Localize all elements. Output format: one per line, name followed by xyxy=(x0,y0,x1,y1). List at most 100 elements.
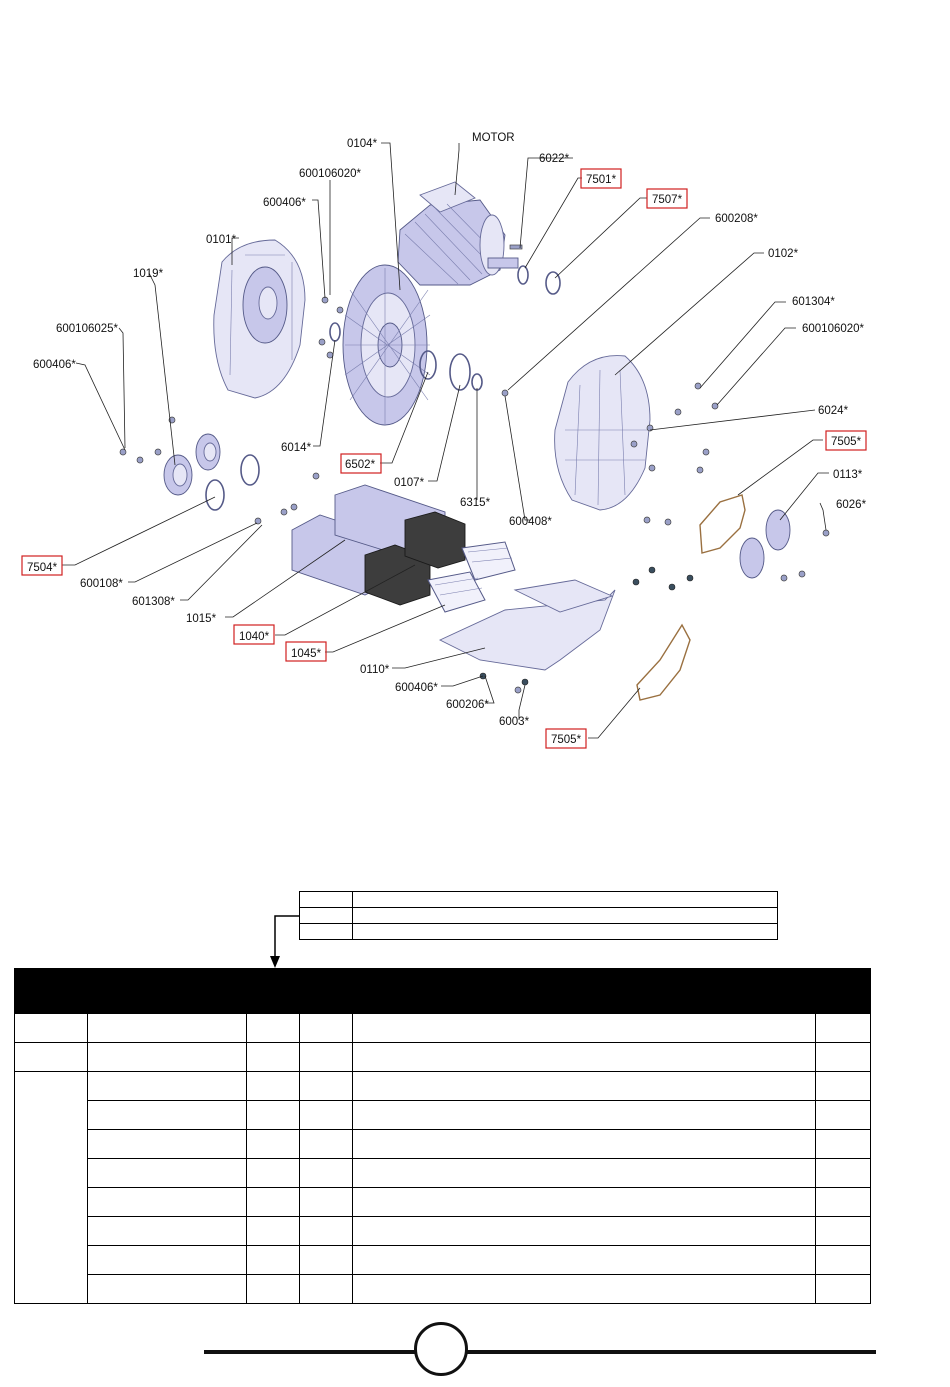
table-header-row xyxy=(14,968,871,1014)
highlight-boxes xyxy=(21,168,867,749)
table-row xyxy=(15,1274,871,1304)
table-cell xyxy=(815,1129,871,1159)
table-cell xyxy=(815,1158,871,1188)
table-cell xyxy=(299,1274,353,1304)
housing-0102 xyxy=(554,355,651,511)
base-plate-0110 xyxy=(438,579,616,671)
label-0110: 0110* xyxy=(360,664,390,676)
label-7505-a: 7505* xyxy=(831,436,862,448)
table-cell xyxy=(246,1245,300,1275)
table-cell xyxy=(246,1274,300,1304)
small-reference-table xyxy=(299,891,778,940)
label-600106025: 600106025* xyxy=(56,323,119,335)
table-row xyxy=(15,1187,871,1217)
label-600406-c: 600406* xyxy=(395,682,438,694)
label-600408: 600408* xyxy=(509,516,552,528)
table-header-cell xyxy=(14,968,88,1014)
table-cell xyxy=(87,1274,247,1304)
label-7505-b: 7505* xyxy=(551,734,582,746)
label-1040: 1040* xyxy=(239,631,270,643)
table-cell xyxy=(299,1042,353,1072)
ring-6014 xyxy=(329,322,341,342)
mesh-1045 xyxy=(427,541,516,613)
table-cell xyxy=(87,1245,247,1275)
exploded-parts-diagram: MOTOR 0104* 6022* 7501* 600106020* 7507*… xyxy=(21,132,867,749)
label-1019: 1019* xyxy=(133,268,164,280)
label-0101: 0101* xyxy=(206,234,237,246)
table-row xyxy=(14,1042,871,1072)
label-7507: 7507* xyxy=(652,194,683,206)
footer-rule xyxy=(204,1350,876,1354)
table-cell xyxy=(815,1100,871,1130)
table-cell xyxy=(299,907,353,924)
label-0107: 0107* xyxy=(394,477,425,489)
table-header-cell xyxy=(246,968,300,1014)
table-cell xyxy=(246,1216,300,1246)
label-7501: 7501* xyxy=(586,174,617,186)
impeller-0104 xyxy=(342,264,431,426)
label-motor: MOTOR xyxy=(472,132,515,144)
ring-6315 xyxy=(471,373,483,391)
page-number-badge xyxy=(414,1322,468,1376)
table-cell xyxy=(352,1187,816,1217)
table-header-cell xyxy=(815,968,871,1014)
table-row xyxy=(14,1013,871,1043)
table-cell xyxy=(87,1187,247,1217)
table-cell xyxy=(299,1100,353,1130)
table-cell xyxy=(87,1129,247,1159)
label-600108: 600108* xyxy=(80,578,123,590)
table-cell xyxy=(87,1100,247,1130)
table-cell xyxy=(352,1158,816,1188)
table-cell xyxy=(352,1013,816,1043)
label-600106020-b: 600106020* xyxy=(802,323,865,335)
label-0104: 0104* xyxy=(347,138,378,150)
table-row xyxy=(15,1158,871,1188)
label-6003: 6003* xyxy=(499,716,530,728)
table-cell xyxy=(815,1013,871,1043)
label-6026: 6026* xyxy=(836,499,867,511)
table-cell xyxy=(352,923,778,940)
table-cell xyxy=(815,1274,871,1304)
table-cell xyxy=(815,1042,871,1072)
label-601308: 601308* xyxy=(132,596,175,608)
label-6024: 6024* xyxy=(818,405,849,417)
table-cell xyxy=(246,1187,300,1217)
gasket-7505-lower xyxy=(636,623,691,701)
table-cell xyxy=(815,1071,871,1101)
table-header-cell xyxy=(299,968,353,1014)
gasket-7505-upper xyxy=(699,494,746,554)
table-cell xyxy=(246,1042,300,1072)
cover-0113 xyxy=(765,509,791,551)
table-cell xyxy=(14,1013,88,1043)
key-6022 xyxy=(509,244,523,250)
label-0102: 0102* xyxy=(768,248,799,260)
table-cell xyxy=(299,1013,353,1043)
bolts-group xyxy=(119,296,830,694)
label-600206: 600206* xyxy=(446,699,489,711)
label-600406-a: 600406* xyxy=(263,197,306,209)
table-cell xyxy=(352,1100,816,1130)
table-cell xyxy=(299,1158,353,1188)
table-cell xyxy=(87,1042,247,1072)
table-cell xyxy=(352,1129,816,1159)
table-cell xyxy=(87,1071,247,1101)
label-6014: 6014* xyxy=(281,442,312,454)
label-6315: 6315* xyxy=(460,497,491,509)
label-1015: 1015* xyxy=(186,613,217,625)
parts-table xyxy=(14,968,871,1304)
table-row xyxy=(15,1129,871,1159)
table-row xyxy=(299,907,778,924)
table-cell xyxy=(352,1245,816,1275)
label-600406-b: 600406* xyxy=(33,359,76,371)
table-cell xyxy=(815,1187,871,1217)
table-group-cell xyxy=(14,1071,88,1304)
label-6022: 6022* xyxy=(539,153,570,165)
bearing-6502 xyxy=(419,350,437,380)
table-cell xyxy=(246,1071,300,1101)
table-cell xyxy=(352,1274,816,1304)
table-row xyxy=(14,1071,871,1304)
table-cell xyxy=(352,907,778,924)
label-7504: 7504* xyxy=(27,562,58,574)
label-600106020-a: 600106020* xyxy=(299,168,362,180)
motor-part xyxy=(397,181,519,286)
